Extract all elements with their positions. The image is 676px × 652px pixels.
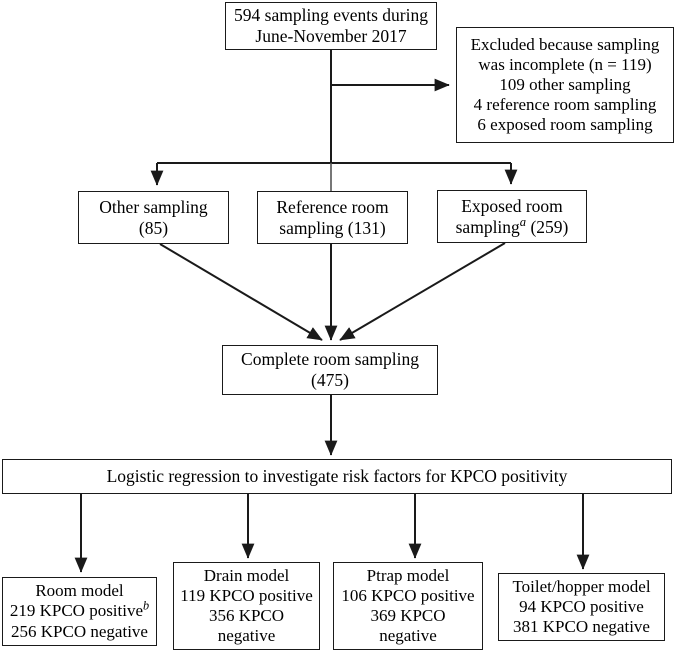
node-ptrap-model: Ptrap model 106 KPCO positive 369 KPCO n… bbox=[333, 562, 483, 650]
excluded-line-4: 4 reference room sampling bbox=[473, 95, 657, 115]
exposed-line-2-count: (259) bbox=[526, 216, 569, 237]
ptrap-model-positive: 106 KPCO positive bbox=[341, 585, 475, 605]
exposed-line-2-text: sampling bbox=[455, 216, 520, 237]
room-model-positive: 219 KPCO positiveb bbox=[7, 598, 152, 621]
drain-model-positive: 119 KPCO positive bbox=[180, 585, 313, 605]
edge-exposed-to-complete bbox=[339, 242, 506, 341]
room-model-positive-text: 219 KPCO positive bbox=[9, 601, 144, 621]
excluded-line-3: 109 other sampling bbox=[499, 74, 631, 94]
other-line-2: (85) bbox=[138, 217, 169, 238]
node-drain-model: Drain model 119 KPCO positive 356 KPCO n… bbox=[173, 562, 320, 650]
edge-other-to-complete bbox=[159, 243, 323, 341]
drain-model-negative-1: 356 KPCO bbox=[208, 606, 285, 625]
exposed-footnote-marker: a bbox=[519, 214, 527, 229]
drain-model-title: Drain model bbox=[203, 565, 290, 585]
reference-line-1: Reference room bbox=[276, 196, 389, 217]
node-logistic-regression: Logistic regression to investigate risk … bbox=[2, 459, 672, 494]
reference-line-2: sampling (131) bbox=[279, 217, 386, 238]
node-excluded-incomplete: Excluded because sampling was incomplete… bbox=[456, 27, 674, 143]
drain-model-negative-2: negative bbox=[217, 626, 276, 646]
exposed-line-1: Exposed room bbox=[461, 195, 563, 216]
node-room-model: Room model 219 KPCO positiveb 256 KPCO n… bbox=[2, 577, 157, 646]
node-complete-room-sampling: Complete room sampling (475) bbox=[222, 345, 438, 395]
exposed-line-2: samplinga (259) bbox=[442, 214, 582, 238]
logistic-label: Logistic regression to investigate risk … bbox=[106, 466, 568, 487]
total-line-1: 594 sampling events during bbox=[234, 5, 428, 26]
other-line-1: Other sampling bbox=[99, 196, 208, 217]
excluded-line-5: 6 exposed room sampling bbox=[477, 115, 653, 135]
room-model-negative: 256 KPCO negative bbox=[11, 621, 148, 641]
node-reference-room-sampling: Reference room sampling (131) bbox=[257, 191, 408, 244]
node-toilet-hopper-model: Toilet/hopper model 94 KPCO positive 381… bbox=[498, 573, 665, 641]
excluded-line-1: Excluded because sampling bbox=[470, 34, 660, 54]
ptrap-model-negative-1: 369 KPCO bbox=[370, 606, 446, 625]
node-exposed-room-sampling: Exposed room samplinga (259) bbox=[437, 190, 587, 243]
complete-line-1: Complete room sampling bbox=[241, 349, 419, 370]
toilet-model-positive: 94 KPCO positive bbox=[519, 596, 644, 616]
node-total-sampling-events: 594 sampling events during June-November… bbox=[225, 2, 437, 50]
total-line-2: June-November 2017 bbox=[255, 26, 407, 46]
toilet-model-title: Toilet/hopper model bbox=[512, 576, 651, 596]
node-other-sampling: Other sampling (85) bbox=[78, 191, 229, 244]
excluded-line-2: was incomplete (n = 119) bbox=[478, 54, 652, 74]
room-model-title: Room model bbox=[35, 581, 124, 601]
ptrap-model-title: Ptrap model bbox=[366, 565, 450, 585]
room-model-footnote-marker: b bbox=[143, 598, 150, 613]
ptrap-model-negative-2: negative bbox=[379, 626, 437, 646]
complete-line-2: (475) bbox=[311, 370, 349, 390]
toilet-model-negative: 381 KPCO negative bbox=[513, 617, 650, 637]
